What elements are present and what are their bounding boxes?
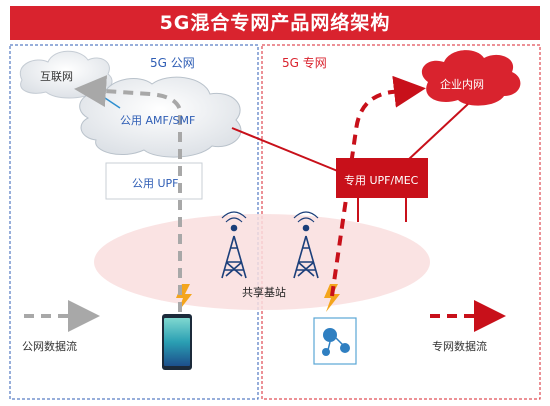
private-upfmec-box <box>336 158 428 198</box>
upfmec-to-intranet-link <box>407 103 469 161</box>
tower-icon <box>221 211 247 279</box>
shared-base-station-label: 共享基站 <box>242 286 286 299</box>
iot-device-icon <box>313 317 357 365</box>
public-upf-label: 公用 UPF <box>132 177 179 190</box>
public-data-flow-arrow <box>74 75 182 312</box>
tower-icon <box>293 211 319 279</box>
legend-private-label: 专网数据流 <box>432 340 487 353</box>
internet-label: 互联网 <box>40 70 73 83</box>
private-data-flow-arrow <box>330 75 426 297</box>
lightning-icon <box>324 284 340 312</box>
enterprise-intranet-label: 企业内网 <box>440 78 484 91</box>
public-core-label: 公用 AMF/SMF <box>120 114 196 127</box>
public-zone-header: 5G 公网 <box>150 56 195 70</box>
legend-public-label: 公网数据流 <box>22 340 77 353</box>
public-upf-box <box>105 162 203 200</box>
page-title: 5G混合专网产品网络架构 <box>10 6 540 40</box>
smartphone-icon <box>162 314 192 370</box>
private-upfmec-label: 专用 UPF/MEC <box>344 174 419 187</box>
private-zone-header: 5G 专网 <box>282 56 327 70</box>
core-to-upfmec-link <box>231 127 346 175</box>
enterprise-intranet-cloud <box>421 50 521 106</box>
public-core-cloud <box>79 76 242 158</box>
